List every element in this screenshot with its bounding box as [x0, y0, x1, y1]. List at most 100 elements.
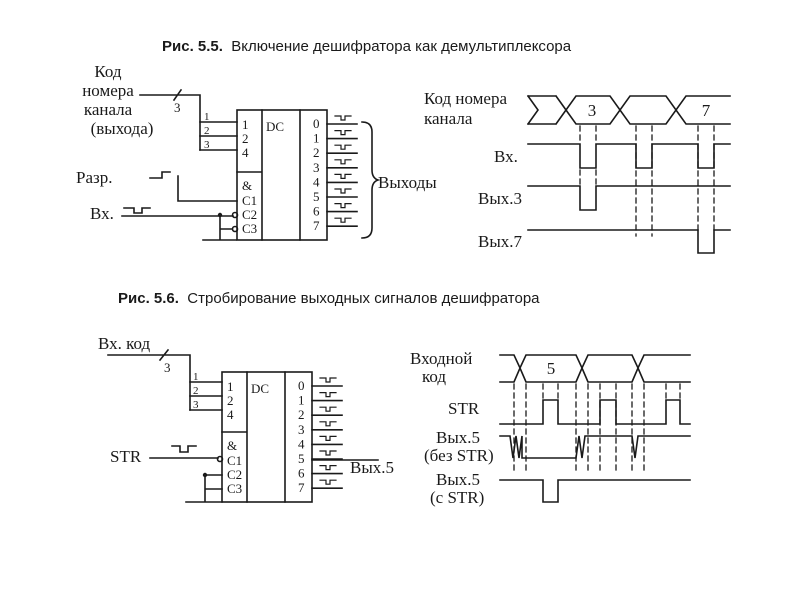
fig55-ctrl-pin-c3: C3	[242, 221, 257, 236]
fig56-caption: Рис. 5.6. Стробирование выходных сигнало…	[118, 290, 540, 307]
fig56-out-pulse-icon-1	[319, 392, 337, 398]
fig55-input-label-2: номера	[82, 81, 134, 100]
fig55-timing: Код номера канала 3 7 Вх. Вых.3 Вых.7	[424, 89, 731, 254]
fig55-code-bus-start	[526, 94, 568, 126]
fig55-junction	[217, 212, 223, 218]
fig55-out-pulse-icon-3	[334, 159, 352, 165]
fig56-ctrl-pin-c1: C1	[227, 453, 242, 468]
fig55-out-pin-2: 2	[313, 145, 320, 160]
fig55-out-pulse-icon-0	[334, 115, 352, 121]
fig56-out-pulse-icon-3	[319, 421, 337, 427]
fig55-outputs-brace	[361, 121, 381, 239]
fig56-timing-str-out-label-2: (с STR)	[430, 488, 484, 507]
fig56-ctrl-pin-c2: C2	[227, 467, 242, 482]
fig56-timing: Входной код 5 STR Вых.5 (без STR) Вых.5 …	[410, 349, 691, 507]
fig56-ctrl-pin-c3: C3	[227, 481, 242, 496]
fig55-enable-pulse-icon	[149, 171, 171, 179]
fig55-addr-bit-2: 2	[204, 125, 210, 137]
fig56-out-str-waveform	[499, 479, 691, 503]
fig55-and-symbol: &	[242, 178, 252, 193]
fig56-decoder-chip	[221, 371, 313, 503]
fig56-timing-str-out-label-1: Вых.5	[436, 470, 480, 489]
fig55-out-pin-4: 4	[313, 174, 320, 189]
fig56-timing-in-label-2: код	[422, 367, 446, 386]
fig55-out-pulse-icon-7	[334, 217, 352, 223]
fig55-out-pulse-icon-2	[334, 144, 352, 150]
fig56-strobe-label: STR	[110, 447, 142, 466]
fig56-out-pin-6: 6	[298, 466, 305, 481]
fig56-timing-nostr-label-1: Вых.5	[436, 428, 480, 447]
fig55-caption-number: Рис. 5.5.	[162, 38, 223, 55]
fig56-out-pin-4: 4	[298, 436, 305, 451]
fig55-addr-lines	[199, 121, 238, 151]
fig56-addr-lines	[189, 381, 223, 411]
fig56-strobe-pulse-icon	[171, 445, 197, 453]
fig56-input-label: Вх. код	[98, 334, 151, 353]
fig56-chip-title: DC	[251, 381, 269, 396]
fig56-timing-in-label-1: Входной	[410, 349, 472, 368]
fig55-enable-label: Разр.	[76, 168, 112, 187]
fig55-out3-waveform	[527, 185, 731, 211]
fig56-timing-nostr-label-2: (без STR)	[424, 446, 494, 465]
fig55-out-pulse-icon-1	[334, 130, 352, 136]
fig56-out-pin-7: 7	[298, 480, 305, 495]
fig55-timing-code-label-1: Код номера	[424, 89, 507, 108]
fig55-code-bus	[564, 95, 731, 125]
fig55-out-pulse-icon-6	[334, 203, 352, 209]
fig55-data-label: Вх.	[90, 204, 114, 223]
fig56-timing-guides	[513, 383, 681, 471]
fig55-out-pin-3: 3	[313, 160, 320, 175]
fig55-out-pulse-icon-5	[334, 188, 352, 194]
fig55-addr-pin-1: 1	[242, 117, 249, 132]
fig56-code-value-5: 5	[547, 359, 556, 378]
fig55-ctrl-pin-c2: C2	[242, 207, 257, 222]
fig55-out-pin-0: 0	[313, 116, 320, 131]
fig55-addr-pin-4: 4	[242, 145, 249, 160]
fig56-out-pulse-icon-0	[319, 377, 337, 383]
fig56-addr-pin-4: 4	[227, 407, 234, 422]
fig55-data-pulse-icon	[123, 207, 151, 214]
fig56-out-pulse-icon-4	[319, 435, 337, 441]
fig55-outputs-label: Выходы	[378, 173, 437, 192]
fig56-caption-text: Стробирование выходных сигналов дешифрат…	[187, 290, 540, 307]
fig55-c2-inversion	[231, 211, 239, 219]
fig56-addr-bit-2: 2	[193, 385, 199, 397]
fig55-timing-guides	[579, 125, 715, 237]
fig56-out-nostr-waveform	[499, 435, 691, 459]
fig55-bus-width: 3	[174, 100, 181, 115]
fig55-out-pulse-icon-4	[334, 173, 352, 179]
fig55-bus-line	[139, 88, 201, 151]
fig56-out-pulse-icon-5	[319, 450, 337, 456]
fig56-bus-line	[107, 348, 191, 411]
fig56-out-pin-2: 2	[298, 407, 305, 422]
fig55-timing-out3-label: Вых.3	[478, 189, 522, 208]
fig56-out-pin-0: 0	[298, 378, 305, 393]
fig56-bus-width: 3	[164, 360, 171, 375]
fig55-out-pin-5: 5	[313, 189, 320, 204]
fig56-str-waveform	[499, 399, 691, 425]
fig55-caption: Рис. 5.5. Включение дешифратора как дему…	[162, 38, 571, 55]
fig55-input-label-4: (выхода)	[91, 119, 154, 138]
fig55-schematic: Код номера канала (выхода) 3 1 2 3 DC 1 …	[76, 62, 437, 241]
fig55-timing-code-label-2: канала	[424, 109, 473, 128]
fig56-caption-number: Рис. 5.6.	[118, 290, 179, 307]
fig55-ctrl-pin-c1: C1	[242, 193, 257, 208]
fig56-out-pulse-icon-2	[319, 406, 337, 412]
fig56-out-pin-1: 1	[298, 393, 305, 408]
fig55-timing-in-label: Вх.	[494, 147, 518, 166]
fig56-c1-inversion	[216, 455, 224, 463]
fig55-out7-waveform	[527, 229, 731, 254]
fig56-ground-line	[185, 474, 223, 503]
fig56-junction	[202, 472, 208, 478]
fig56-out-pulse-icon-7	[319, 479, 337, 485]
fig55-code-value-3: 3	[588, 101, 597, 120]
fig55-ground-line	[202, 214, 237, 241]
fig55-enable-line	[177, 175, 238, 202]
fig56-addr-bit-3: 3	[193, 399, 199, 411]
fig56-schematic: Вх. код 3 1 2 3 DC 1 2 4 & C1 C2 C3 STR …	[98, 334, 394, 503]
fig56-and-symbol: &	[227, 438, 237, 453]
fig55-timing-out7-label: Вых.7	[478, 232, 523, 251]
fig56-timing-str-label: STR	[448, 399, 480, 418]
